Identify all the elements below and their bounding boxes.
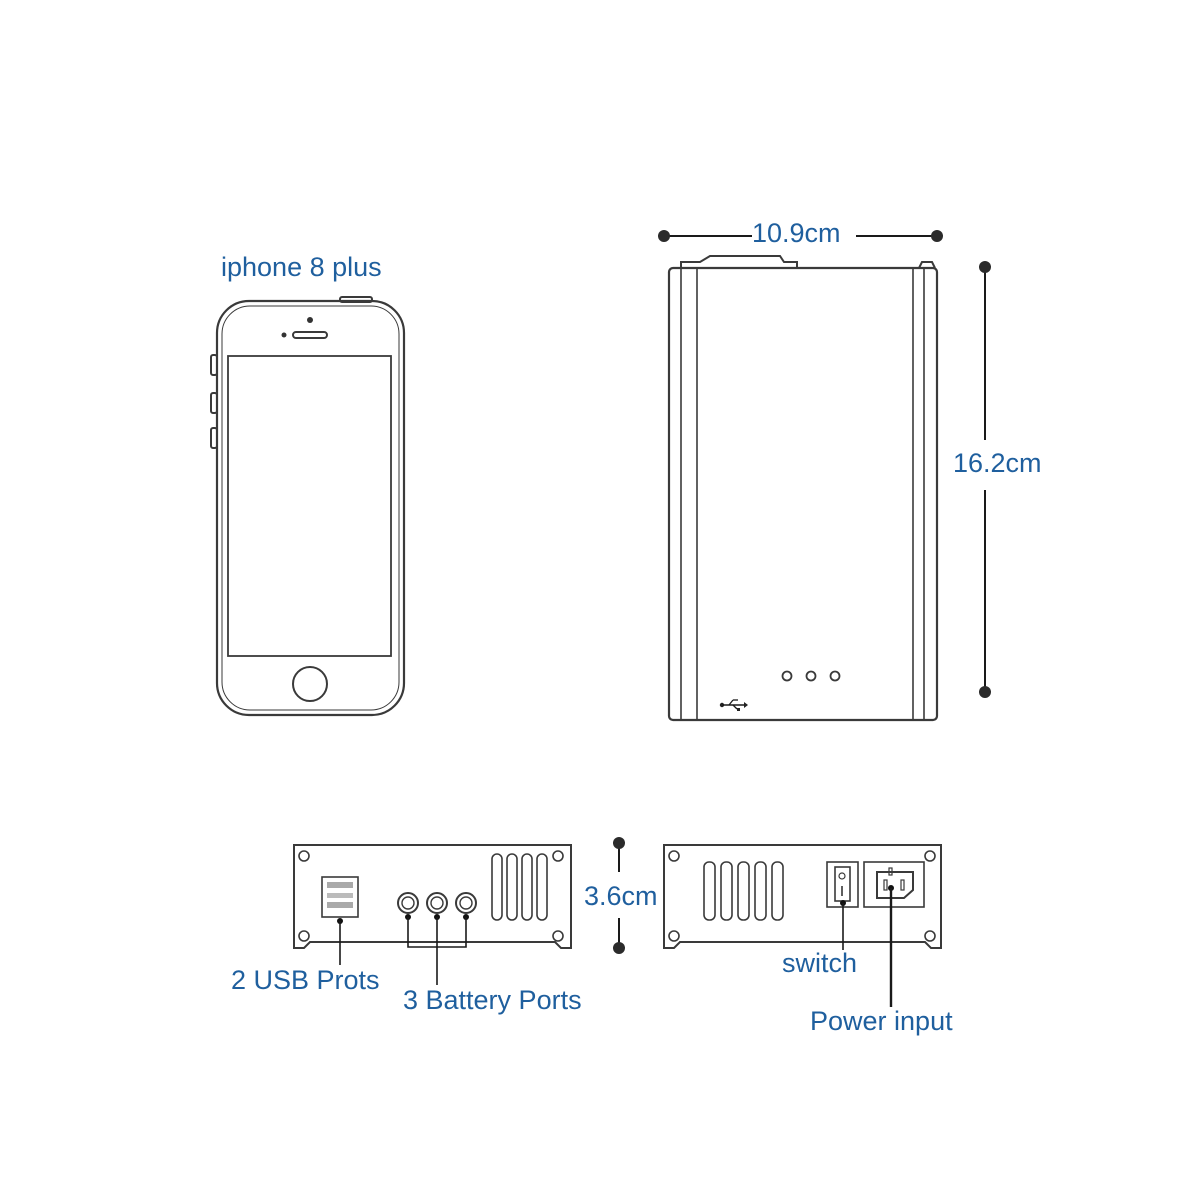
right-end-panel xyxy=(663,844,942,949)
phone-outline xyxy=(210,296,406,717)
depth-dimension xyxy=(613,837,625,954)
battery-ports-label: 3 Battery Ports xyxy=(403,985,582,1015)
height-dimension xyxy=(979,261,991,698)
usb-callout xyxy=(337,918,343,965)
width-dimension xyxy=(658,230,943,242)
depth-label: 3.6cm xyxy=(584,881,658,911)
switch-label: switch xyxy=(782,948,857,978)
usb-ports-label: 2 USB Prots xyxy=(231,965,380,995)
switch-callout xyxy=(840,900,846,950)
left-end-panel xyxy=(293,844,572,949)
power-input-callout xyxy=(888,885,894,1007)
battery-callout xyxy=(405,914,469,985)
power-box-front xyxy=(667,255,939,722)
width-label: 10.9cm xyxy=(752,218,841,248)
power-socket-icon xyxy=(863,861,925,908)
usb-icon xyxy=(719,699,748,711)
phone-label: iphone 8 plus xyxy=(221,252,382,282)
power-input-label: Power input xyxy=(810,1006,953,1036)
home-button-icon xyxy=(292,666,328,702)
height-label: 16.2cm xyxy=(953,448,1042,478)
